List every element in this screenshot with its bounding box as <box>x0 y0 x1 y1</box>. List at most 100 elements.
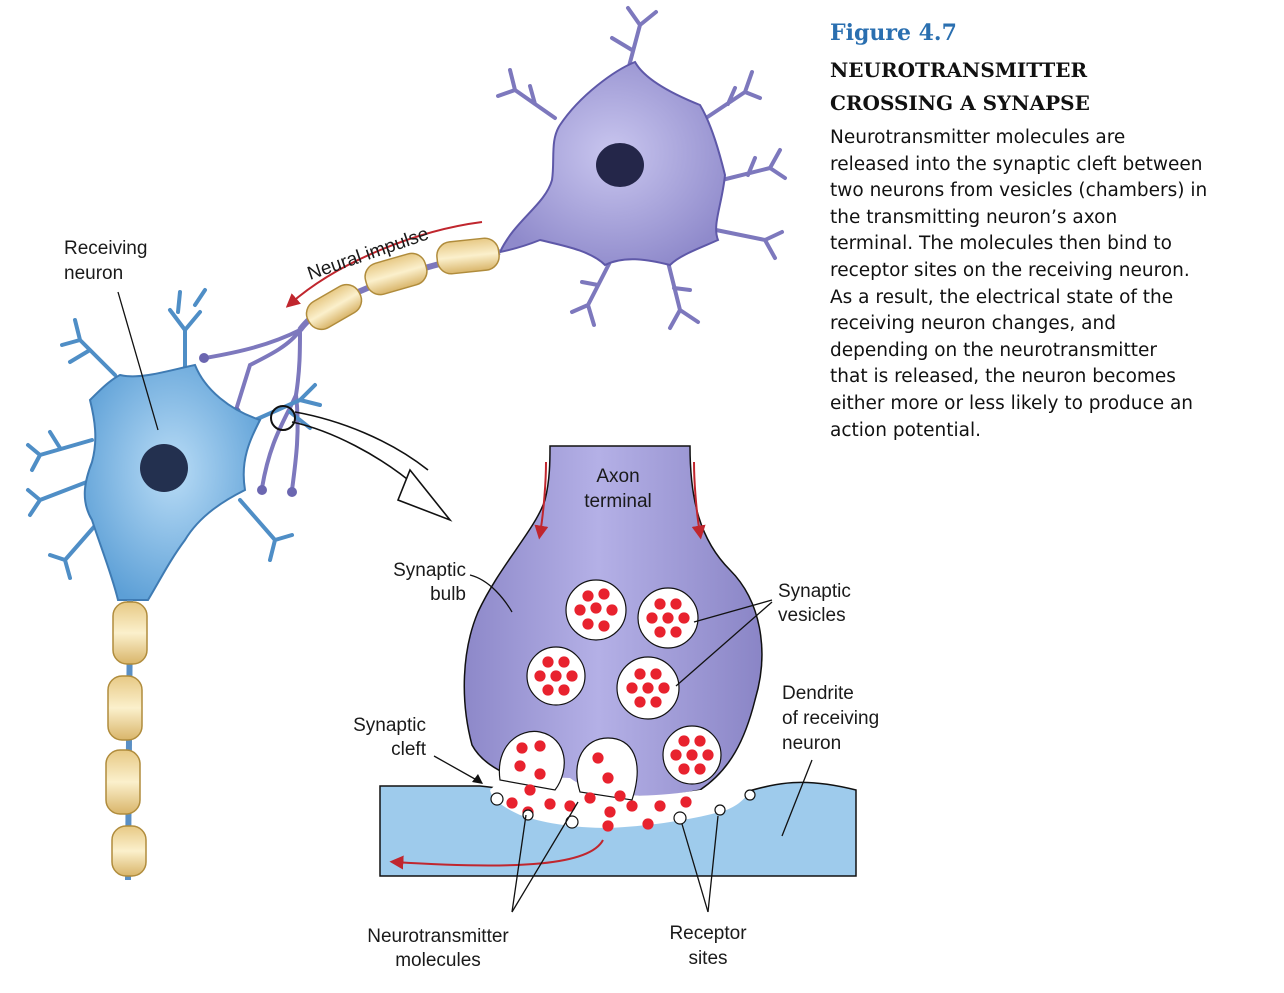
neurotransmitter-molecule <box>506 797 518 809</box>
receiving-neuron <box>26 288 322 601</box>
synaptic-vesicles-label: Synaptic vesicles <box>778 581 851 626</box>
svg-text:terminal: terminal <box>584 491 652 512</box>
neurotransmitter-molecule <box>584 792 596 804</box>
dendrite-leader <box>781 759 813 837</box>
synaptic-bulb-label: Synaptic bulb <box>393 560 466 605</box>
neurotransmitter-molecule <box>592 752 604 764</box>
receptor-site <box>490 792 504 806</box>
caption-line: that is released, the neuron becomes <box>830 366 1176 388</box>
figure-title-line: NEUROTRANSMITTER <box>830 58 1088 82</box>
caption-line: terminal. The molecules then bind to <box>830 233 1172 255</box>
neurotransmitter-molecule <box>678 735 690 747</box>
svg-text:neuron: neuron <box>782 733 841 754</box>
myelin-sheath <box>107 675 143 741</box>
transmitting-neuron-dendrites <box>496 6 787 330</box>
neurotransmitter-molecule <box>574 604 586 616</box>
neurotransmitter-molecule <box>534 740 546 752</box>
neurotransmitter-molecule <box>550 670 562 682</box>
svg-text:Axon: Axon <box>596 466 639 487</box>
caption-line: released into the synaptic cleft between <box>830 153 1203 175</box>
figure-caption: Neurotransmitter molecules are released … <box>830 125 1270 444</box>
svg-text:Synaptic: Synaptic <box>778 581 851 602</box>
neurotransmitter-molecule <box>602 820 614 832</box>
receptor-site <box>744 789 756 801</box>
myelin-sheath <box>112 601 148 665</box>
neurotransmitter-molecule <box>654 626 666 638</box>
neurotransmitter-molecules-label: Neurotransmitter molecules <box>367 926 509 971</box>
neurotransmitter-molecule <box>654 598 666 610</box>
zoom-arrow <box>291 411 453 522</box>
synaptic-vesicles-leaders <box>675 599 773 687</box>
neurotransmitter-molecule <box>646 612 658 624</box>
myelin-sheath <box>364 252 428 296</box>
svg-text:molecules: molecules <box>395 950 481 971</box>
neurotransmitter-molecules-group <box>506 588 714 832</box>
neurotransmitter-molecule <box>642 682 654 694</box>
neurotransmitter-molecule <box>694 763 706 775</box>
svg-text:Neurotransmitter: Neurotransmitter <box>367 926 509 947</box>
neurotransmitter-molecule <box>598 588 610 600</box>
neurotransmitter-molecule <box>542 656 554 668</box>
figure-number: Figure 4.7 <box>830 20 957 46</box>
synaptic-cleft-leader <box>433 755 483 784</box>
svg-text:Dendrite: Dendrite <box>782 683 854 704</box>
synaptic-bulb-leader <box>469 574 513 613</box>
axon-terminal-label: Axon terminal <box>584 466 652 512</box>
synaptic-cleft-arrowhead <box>472 774 483 784</box>
neurotransmitter-molecule <box>582 618 594 630</box>
neurotransmitter-molecule <box>566 670 578 682</box>
neurotransmitter-molecule <box>634 696 646 708</box>
svg-text:bulb: bulb <box>430 584 466 605</box>
neurotransmitter-molecule <box>670 749 682 761</box>
neurotransmitter-molecule <box>686 749 698 761</box>
neurotransmitter-molecule <box>606 604 618 616</box>
receptor-sites-label: Receptor sites <box>669 923 747 969</box>
neurotransmitter-molecule <box>604 806 616 818</box>
figure-title: NEUROTRANSMITTER CROSSING A SYNAPSE <box>830 54 1090 120</box>
receptor-site <box>673 811 687 825</box>
receiving-neuron-dendrites <box>26 288 322 580</box>
neurotransmitter-molecule <box>670 626 682 638</box>
svg-text:vesicles: vesicles <box>778 605 846 626</box>
svg-text:neuron: neuron <box>64 263 123 284</box>
neurotransmitter-molecule <box>590 602 602 614</box>
myelin-sheath <box>436 237 500 275</box>
zoom-circle <box>270 405 296 431</box>
caption-line: either more or less likely to produce an <box>830 392 1194 414</box>
myelin-sheath <box>111 825 147 877</box>
neurotransmitter-molecule <box>614 790 626 802</box>
neurotransmitter-molecule <box>680 796 692 808</box>
neurotransmitter-molecule <box>650 668 662 680</box>
synapse-enlargement <box>379 445 857 877</box>
neurotransmitter-molecule <box>558 656 570 668</box>
receptor-site <box>522 809 534 821</box>
fusing-vesicle <box>498 730 565 791</box>
receptor-site <box>714 804 726 816</box>
neurotransmitter-molecule <box>658 682 670 694</box>
myelin-sheath <box>305 283 363 331</box>
receiving-neuron-leader <box>117 291 159 431</box>
synaptic-cleft-label: Synaptic cleft <box>353 715 427 760</box>
neurotransmitter-molecule <box>524 784 536 796</box>
neurotransmitter-molecule <box>534 768 546 780</box>
receptor-sites <box>490 789 756 829</box>
caption-line: depending on the neurotransmitter <box>830 339 1157 361</box>
neurotransmitter-molecule <box>694 735 706 747</box>
svg-text:Receiving: Receiving <box>64 238 147 259</box>
transmitting-axon <box>199 237 501 497</box>
fusing-vesicle <box>576 737 638 801</box>
neurotransmitter-molecule <box>702 749 714 761</box>
caption-line: receptor sites on the receiving neuron. <box>830 259 1190 281</box>
caption-line: two neurons from vesicles (chambers) in <box>830 180 1208 202</box>
neurotransmitter-molecule <box>670 598 682 610</box>
svg-text:cleft: cleft <box>391 739 427 760</box>
receiving-neuron-nucleus <box>140 444 188 492</box>
transmitting-neuron-nucleus <box>596 143 644 187</box>
neurotransmitter-molecule <box>514 760 526 772</box>
neurotransmitter-molecule <box>650 696 662 708</box>
caption-line: the transmitting neuron’s axon <box>830 206 1118 228</box>
neurotransmitter-molecule <box>662 612 674 624</box>
neurotransmitter-molecule <box>642 818 654 830</box>
receptor-sites-leaders <box>681 815 719 913</box>
